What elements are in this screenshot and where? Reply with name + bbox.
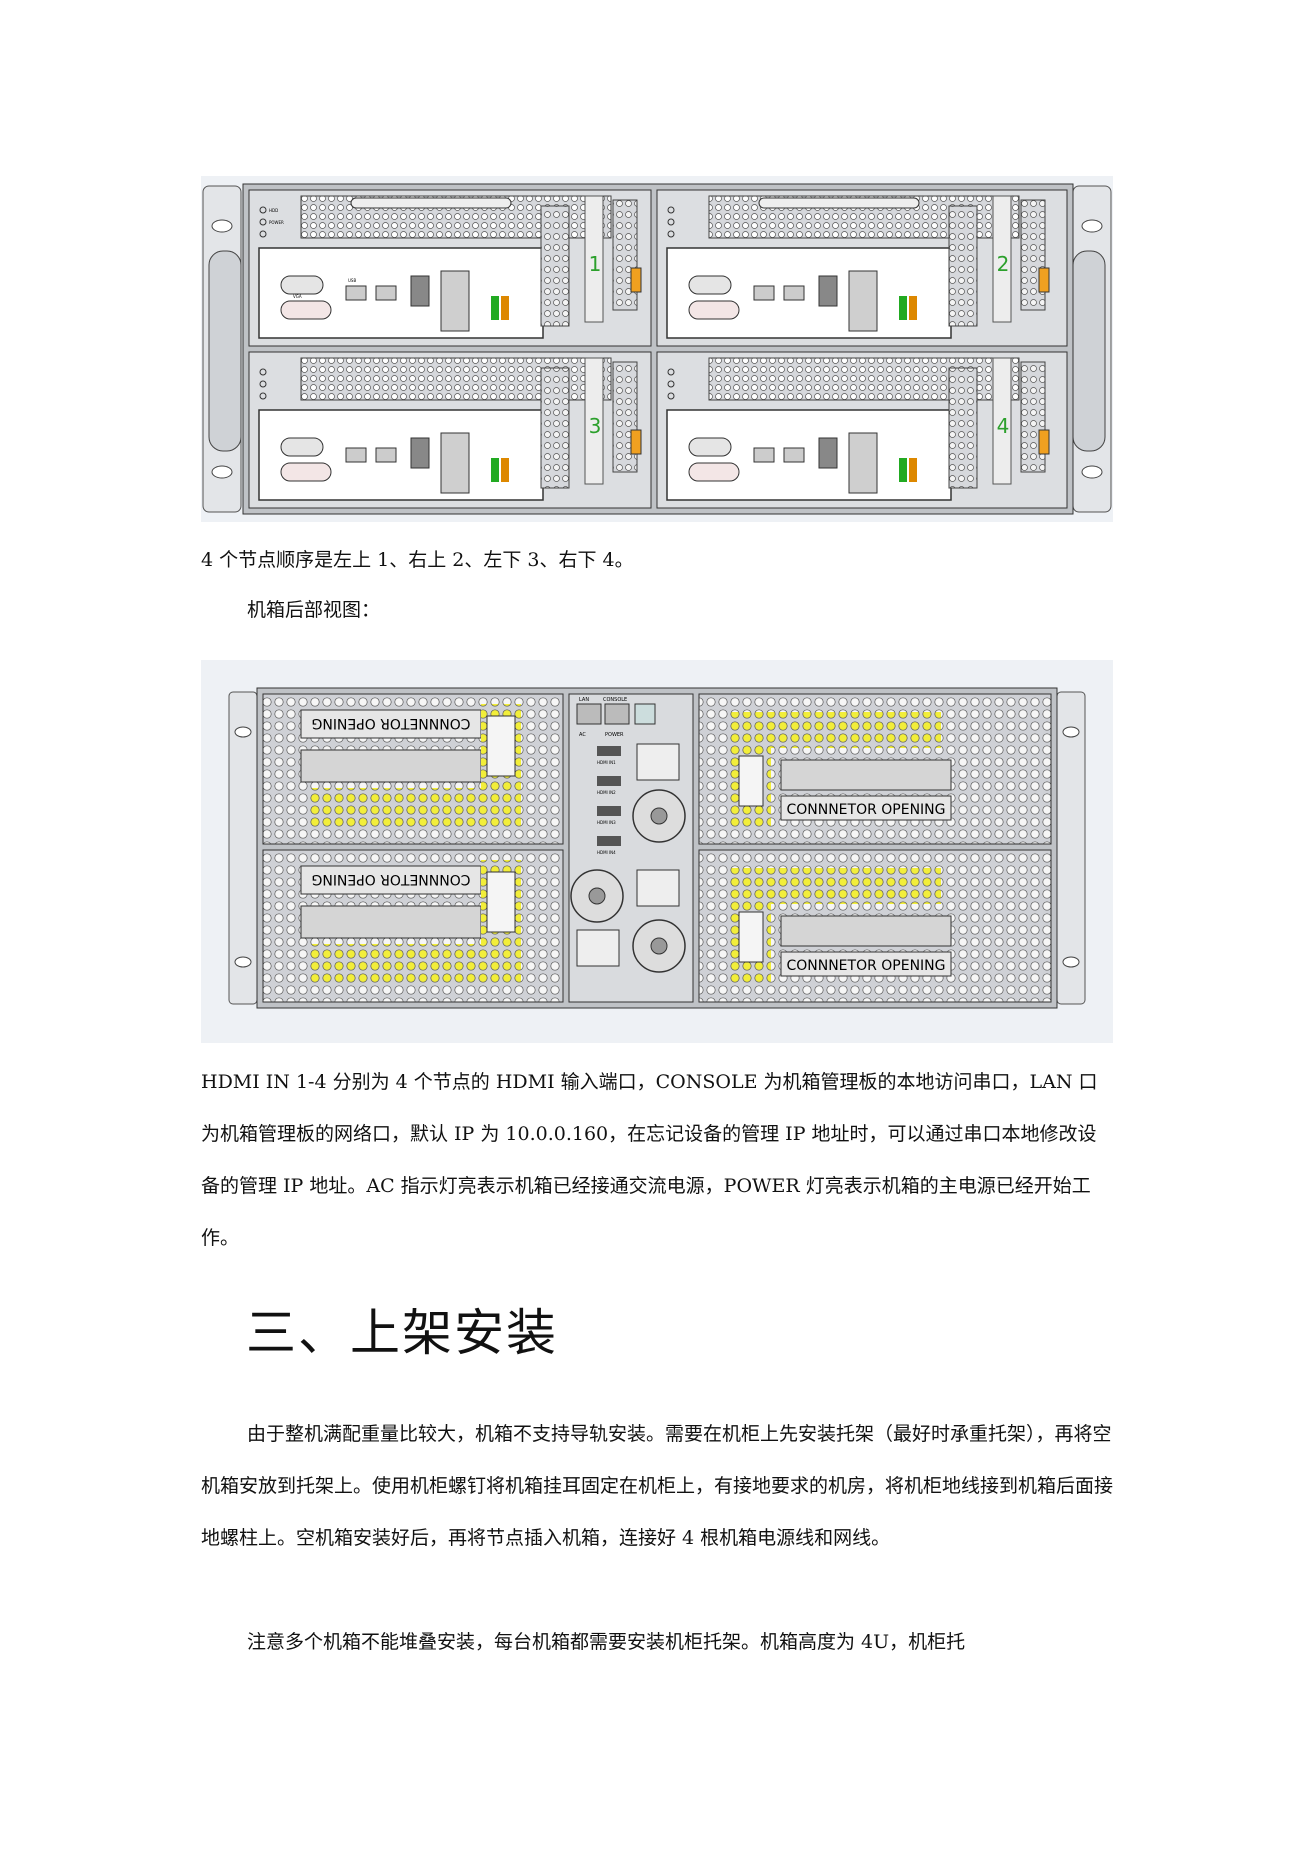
label-hdd: HDD (269, 208, 278, 213)
chassis-rear-drawing: CONNNETOR OPENING CONNNETOR OPENING LAN … (228, 687, 1086, 1009)
rear-connector-label-bl: CONNNETOR OPENING (311, 871, 470, 887)
label-lan: LAN (579, 697, 589, 703)
label-hdmi-in1: HDMI IN1 (597, 760, 616, 765)
chassis-rear-view-figure: CONNNETOR OPENING CONNNETOR OPENING LAN … (201, 660, 1113, 1043)
label-ac: AC (579, 732, 586, 738)
rear-connector-label-tr: CONNNETOR OPENING (786, 802, 945, 818)
label-console: CONSOLE (603, 697, 627, 703)
rear-connector-label-br: CONNNETOR OPENING (786, 958, 945, 974)
node-order-caption: 4 个节点顺序是左上 1、右上 2、左下 3、右下 4。 (201, 549, 634, 571)
label-hdmi-in3: HDMI IN3 (597, 820, 616, 825)
chassis-front-drawing: 1 2 (202, 183, 1112, 515)
front-node-2: 2 (656, 189, 1068, 347)
install-paragraph: 由于整机满配重量比较大，机箱不支持导轨安装。需要在机柜上先安装托架（最好时承重托… (201, 1423, 1114, 1549)
front-node-4: 4 (656, 351, 1068, 509)
front-node-1: 1 (248, 189, 652, 347)
node-number-4: 4 (997, 414, 1010, 438)
node-number-3: 3 (589, 414, 602, 438)
label-hdmi-in2: HDMI IN2 (597, 790, 616, 795)
label-hdmi-in4: HDMI IN4 (597, 850, 616, 855)
rear-module-top-left: CONNNETOR OPENING (262, 693, 564, 845)
ports-description-paragraph: HDMI IN 1-4 分别为 4 个节点的 HDMI 输入端口，CONSOLE… (201, 1071, 1098, 1249)
rear-module-bottom-left: CONNNETOR OPENING (262, 849, 564, 1003)
note-paragraph: 注意多个机箱不能堆叠安装，每台机箱都需要安装机柜托架。机箱高度为 4U，机柜托 (247, 1631, 966, 1653)
node-number-1: 1 (589, 252, 602, 276)
chassis-front-view-figure: 1 2 (201, 176, 1113, 522)
label-power: POWER (269, 220, 284, 225)
rear-module-top-right: CONNNETOR OPENING (698, 693, 1052, 845)
label-vga: VGA (293, 294, 302, 299)
section-heading: 三、上架安装 (246, 1304, 558, 1362)
rear-connector-label-tl: CONNNETOR OPENING (311, 715, 470, 731)
rear-management-psu: LAN CONSOLE AC POWER HDMI IN1 HDMI IN2 H… (568, 693, 694, 1003)
label-usb: USB (348, 278, 356, 283)
label-power-led: POWER (605, 732, 624, 738)
front-node-3: 3 (248, 351, 652, 509)
node-number-2: 2 (997, 252, 1010, 276)
rear-module-bottom-right: CONNNETOR OPENING (698, 849, 1052, 1003)
rear-view-caption: 机箱后部视图： (247, 599, 381, 621)
